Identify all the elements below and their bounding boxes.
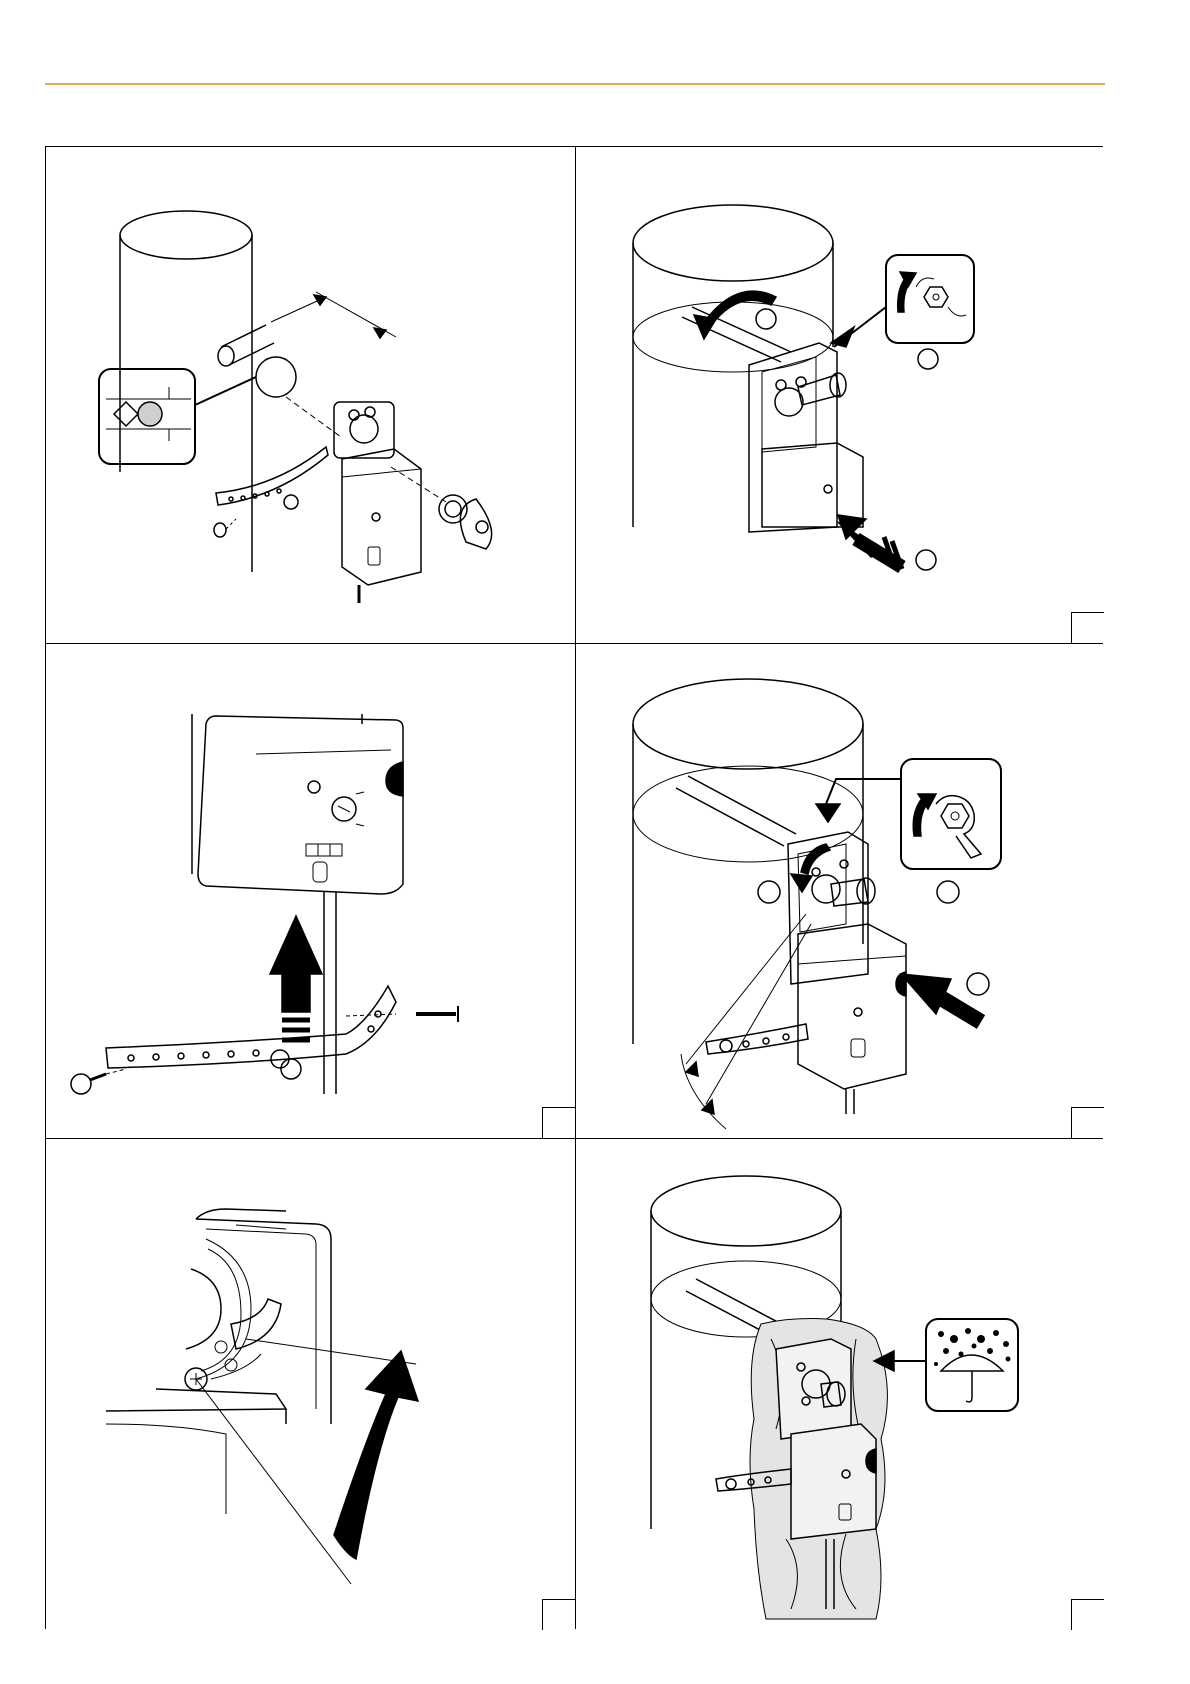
header-accent-rule — [45, 83, 1105, 85]
step-number-box-2 — [1071, 612, 1104, 643]
illustration-fasten-strap — [576, 644, 1104, 1138]
panel-step-4 — [576, 644, 1104, 1138]
panel-step-3 — [46, 644, 575, 1138]
panel-step-6 — [576, 1139, 1104, 1630]
illustration-protect-actuator — [576, 1139, 1104, 1630]
step-number-box-3 — [542, 1107, 575, 1138]
illustration-slide-actuator — [46, 644, 575, 1138]
panel-step-5 — [46, 1139, 575, 1630]
step-number-box-4 — [1071, 1107, 1104, 1138]
illustration-tighten-clamp — [576, 147, 1104, 643]
panel-step-1 — [46, 147, 575, 643]
step-number-box-6 — [1071, 1599, 1104, 1630]
illustration-shaft-and-actuator — [46, 147, 575, 643]
illustration-rotation-detail — [46, 1139, 575, 1630]
step-number-box-5 — [542, 1599, 575, 1630]
instruction-grid — [45, 146, 1103, 1629]
panel-step-2 — [576, 147, 1104, 643]
